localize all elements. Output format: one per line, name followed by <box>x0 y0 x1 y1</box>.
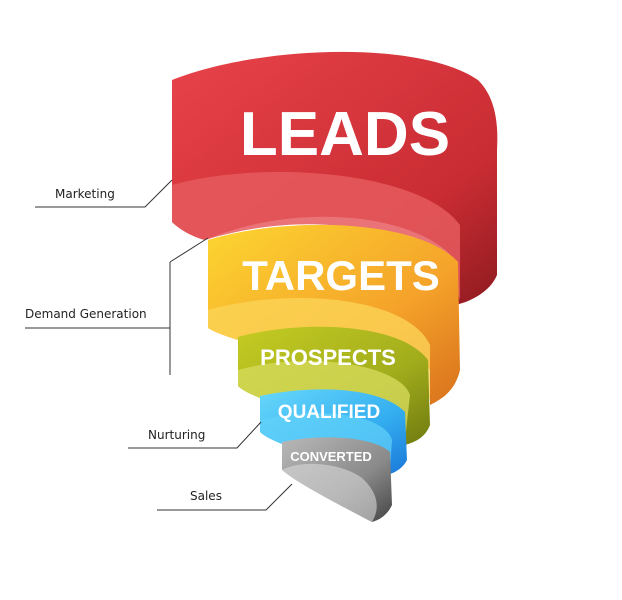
tier-label-prospects: PROSPECTS <box>260 345 396 370</box>
tier-converted <box>282 437 392 522</box>
nurturing-connector-line <box>128 421 262 449</box>
tier-label-leads: LEADS <box>240 100 450 169</box>
sales-connector-line <box>157 483 293 511</box>
stage-label-nurturing: Nurturing <box>148 428 205 442</box>
tier-label-converted: CONVERTED <box>290 449 372 464</box>
tier-leads <box>172 51 498 306</box>
tier-label-targets: TARGETS <box>242 252 440 299</box>
stage-label-sales: Sales <box>190 489 222 503</box>
tier-targets <box>208 224 460 405</box>
stage-label-marketing: Marketing <box>55 187 115 201</box>
demand-generation-bracket-line <box>25 237 209 375</box>
tier-prospects <box>238 326 430 445</box>
stage-label-demand-generation: Demand Generation <box>25 307 147 321</box>
marketing-connector-line <box>35 179 173 208</box>
tier-label-qualified: QUALIFIED <box>278 402 380 423</box>
